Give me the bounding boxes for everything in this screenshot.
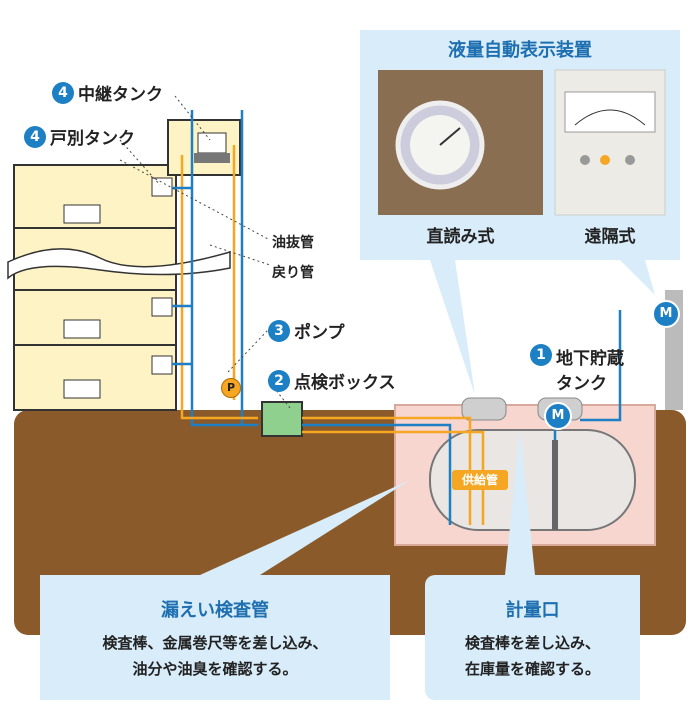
- gauge-box-title: 計量口: [505, 600, 560, 621]
- pump-symbol: P: [221, 378, 241, 398]
- leak-box-text: 検査棒、金属巻尺等を差し込み、 油分や油臭を確認する。: [102, 634, 328, 678]
- appliance-3: [63, 379, 101, 399]
- remote-label: 遠隔式: [584, 227, 636, 247]
- leak-box-title: 漏えい検査管: [161, 600, 269, 621]
- gauge-rod: [552, 440, 558, 530]
- underground-tank: [429, 429, 636, 531]
- unit-tank-1: [151, 177, 173, 197]
- building-pipes: [172, 110, 258, 427]
- meter-symbol-remote: M: [652, 300, 680, 328]
- manhole-left: [461, 397, 507, 421]
- leader-lines: [119, 95, 291, 409]
- return-pipe-label: 戻り管: [272, 265, 314, 281]
- appliance-2: [63, 319, 101, 339]
- gauge-box-text: 検査棒を差し込み、 在庫量を確認する。: [464, 634, 600, 678]
- meter-symbol-tank: M: [544, 402, 572, 430]
- building-break: [7, 248, 231, 280]
- relay-tank-base: [194, 153, 230, 163]
- relay-tank-body: [197, 132, 227, 154]
- supply-pipe-label: 供給管: [452, 470, 508, 490]
- appliance-1: [63, 204, 101, 224]
- direct-read-label: 直読み式: [426, 227, 495, 247]
- level-display-title: 液量自動表示装置: [448, 40, 592, 61]
- inspection-box: [261, 401, 303, 437]
- unit-tank-3: [151, 355, 173, 375]
- unit-tank-2: [151, 297, 173, 317]
- oil-drain-label: 油抜管: [272, 235, 314, 251]
